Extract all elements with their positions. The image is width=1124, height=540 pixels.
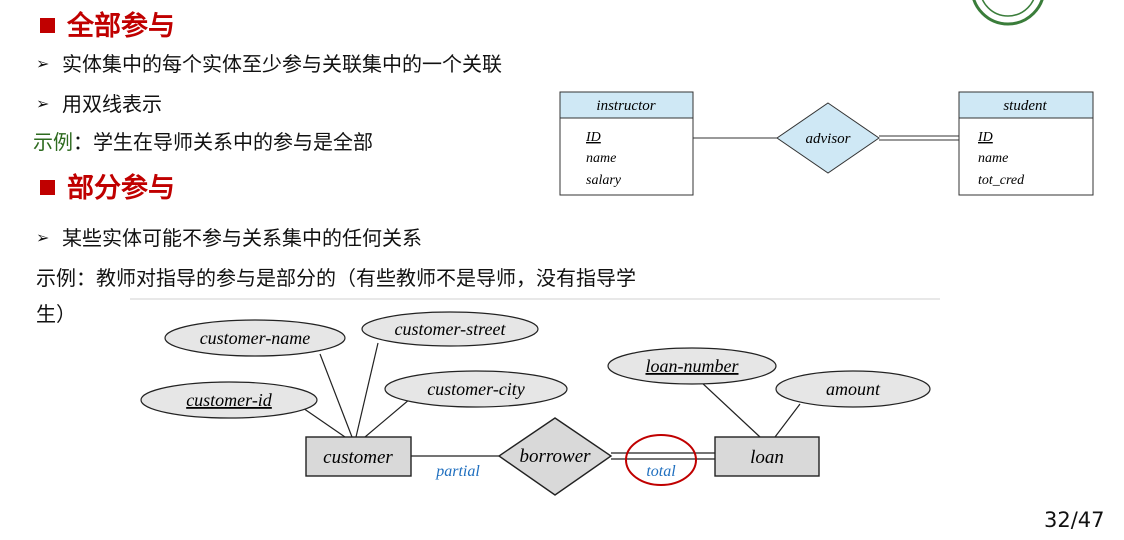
- student-attr-id: ID: [977, 130, 993, 145]
- bullet-partial-1: ➢某些实体可能不参与关系集中的任何关系: [36, 226, 422, 250]
- attr-customer-name-ellipse: [164, 319, 346, 357]
- relationship-borrower: borrower: [519, 446, 591, 467]
- relationship-borrower-diamond: [497, 417, 613, 496]
- entity-instructor: instructor ID name salary: [559, 91, 694, 196]
- page-number: 32/47: [1044, 508, 1105, 532]
- entity-customer: customer: [323, 447, 393, 468]
- link-customer-city: [364, 398, 411, 438]
- instructor-attr-salary: salary: [586, 173, 622, 188]
- attr-customer-city-ellipse: [384, 370, 568, 408]
- link-loan-number: [699, 380, 761, 438]
- attr-amount-ellipse: [775, 370, 931, 408]
- er-diagram-borrower: customer-name customer-street customer-i…: [140, 311, 931, 496]
- label-partial: partial: [435, 463, 480, 480]
- bullet-total-2: ➢用双线表示: [36, 92, 162, 116]
- entity-loan: loan: [750, 447, 784, 468]
- attr-loan-number-ellipse: [607, 347, 777, 385]
- entity-loan-box: [714, 436, 820, 477]
- attr-loan-number: loan-number: [646, 356, 740, 376]
- attr-customer-id-ellipse: [140, 381, 318, 419]
- entity-student-name: student: [1003, 98, 1047, 114]
- link-customer-street: [355, 342, 379, 438]
- arrow-bullet-icon: ➢: [36, 228, 50, 247]
- attr-amount: amount: [826, 379, 881, 399]
- attr-customer-city: customer-city: [427, 379, 525, 399]
- attr-customer-name: customer-name: [200, 328, 311, 348]
- example-partial-line1: 示例：教师对指导的参与是部分的（有些教师不是导师，没有指导学: [36, 266, 636, 290]
- entity-student: student ID name tot_cred: [958, 91, 1094, 196]
- attr-customer-street-ellipse: [361, 311, 539, 347]
- square-bullet-icon: [40, 180, 55, 195]
- entity-instructor-name: instructor: [596, 98, 655, 114]
- instructor-attr-name: name: [586, 151, 616, 166]
- student-attr-name: name: [978, 151, 1008, 166]
- relationship-advisor-label: advisor: [806, 131, 851, 147]
- student-attr-totcred: tot_cred: [978, 173, 1025, 188]
- relationship-advisor: advisor: [776, 102, 880, 174]
- entity-customer-box: [305, 436, 412, 477]
- label-total: total: [646, 463, 676, 480]
- bullet-total-1: ➢实体集中的每个实体至少参与关联集中的一个关联: [36, 52, 502, 76]
- highlight-circle-total: [625, 434, 697, 486]
- heading-partial-participation: 部分参与: [40, 166, 175, 205]
- example-partial-line2: 生）: [36, 302, 76, 326]
- arrow-bullet-icon: ➢: [36, 94, 50, 113]
- university-seal-logo: [972, 0, 1044, 26]
- attr-customer-id: customer-id: [186, 390, 273, 410]
- link-loan-amount: [774, 403, 801, 438]
- heading-total-participation: 全部参与: [40, 4, 175, 43]
- example-total: 示例：学生在导师关系中的参与是全部: [33, 130, 373, 154]
- link-customer-id: [299, 405, 346, 438]
- square-bullet-icon: [40, 18, 55, 33]
- attr-customer-street: customer-street: [395, 319, 507, 339]
- instructor-attr-id: ID: [585, 130, 601, 145]
- link-customer-name: [319, 353, 353, 438]
- arrow-bullet-icon: ➢: [36, 54, 50, 73]
